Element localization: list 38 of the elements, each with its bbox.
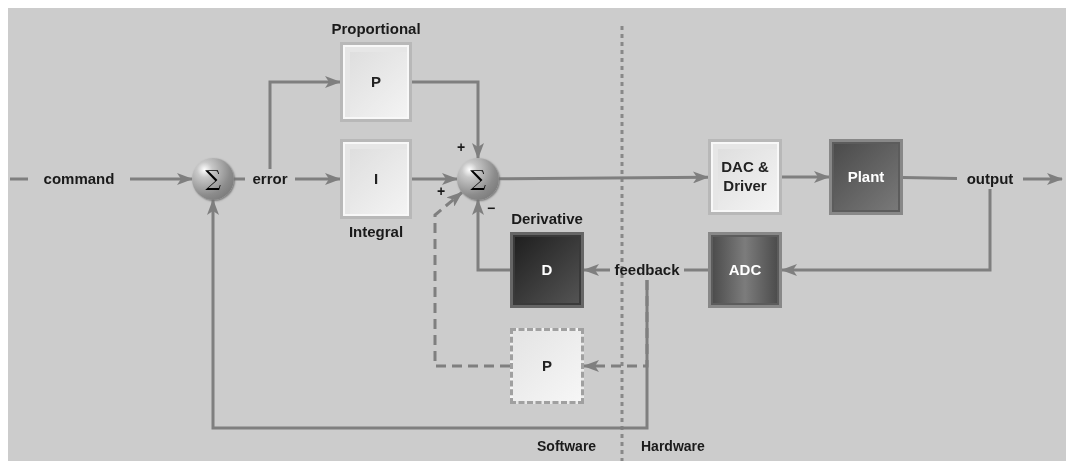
signal-label: output <box>965 168 1015 189</box>
controller-block <box>510 328 584 404</box>
block-heading: Derivative <box>511 209 583 229</box>
sigma-symbol: ∑ <box>205 168 221 190</box>
controller-block <box>708 139 782 215</box>
signal-arrow <box>130 173 193 185</box>
signal-label: feedback <box>613 259 681 280</box>
block-label: Plant <box>846 167 886 187</box>
sigma-symbol: ∑ <box>470 168 486 190</box>
block-label: P <box>370 72 382 92</box>
sign-label: + <box>457 138 466 157</box>
signal-arrow <box>412 173 458 185</box>
region-label: Hardware <box>641 437 705 456</box>
signal-arrow <box>782 171 830 183</box>
signal-arrow <box>207 199 649 430</box>
block-heading: Integral <box>348 221 404 242</box>
region-label: Software <box>537 437 597 456</box>
block-label: DAC & Driver <box>720 158 770 196</box>
signal-arrow <box>781 189 992 276</box>
controller-block <box>708 232 782 308</box>
signal-arrow <box>499 171 709 184</box>
sign-label: + <box>437 182 446 201</box>
signal-arrow <box>295 173 341 185</box>
signal-arrow <box>268 76 341 169</box>
signal-arrow <box>433 191 510 368</box>
signal-arrow <box>583 264 610 276</box>
block-heading: Proportional <box>331 19 421 39</box>
sign-label: − <box>487 199 496 218</box>
signal-arrow <box>1023 173 1063 185</box>
block-label: I <box>372 169 380 189</box>
controller-block <box>829 139 903 215</box>
block-label: P <box>541 356 553 376</box>
signal-label: error <box>251 168 289 189</box>
signal-arrow <box>412 80 484 159</box>
signal-arrow <box>472 199 510 272</box>
block-label: D <box>540 260 554 280</box>
signal-label: command <box>42 168 116 189</box>
block-label: ADC <box>727 260 763 280</box>
